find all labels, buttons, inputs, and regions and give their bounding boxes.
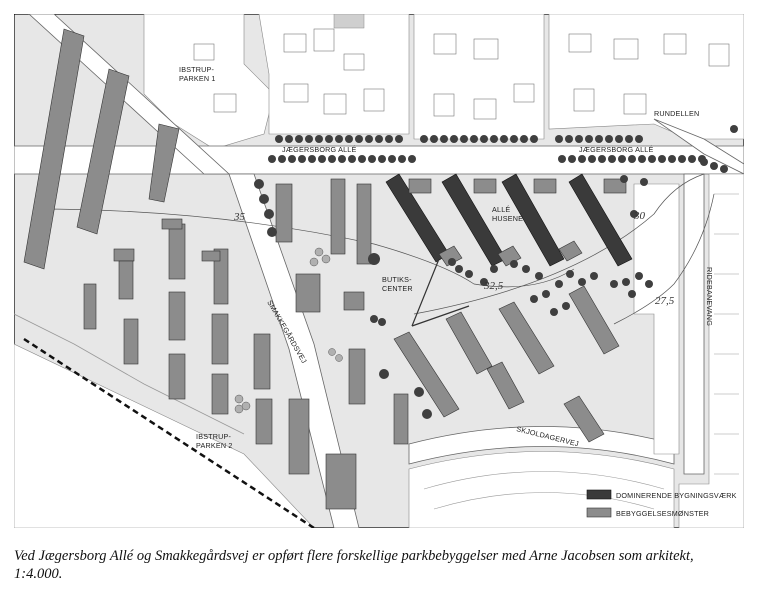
ibstrup-parken-1-buildings <box>23 28 180 270</box>
contour-label-27-5: 27,5 <box>655 295 675 307</box>
label-jaegersborg-alle-right: JÆGERSBORG ALLÉ <box>579 145 654 154</box>
site-plan-map: IBSTRUP-PARKEN 1 JÆGERSBORG ALLÉ JÆGERSB… <box>14 14 744 528</box>
north-small-houses <box>193 28 730 120</box>
ridebanevang-road <box>683 173 705 475</box>
trees-light <box>234 247 343 414</box>
label-ibstrup-parken-2: IBSTRUP-PARKEN 2 <box>196 432 233 450</box>
legend-swatch-pattern <box>586 507 612 518</box>
alle-husene-dominant-buildings <box>385 173 633 267</box>
sight-lines <box>411 258 470 327</box>
southern-slab-buildings <box>393 285 620 443</box>
pond <box>333 14 365 29</box>
southwest-path <box>14 313 245 435</box>
contour-label-35: 35 <box>233 211 246 223</box>
trees-jaegersborg-alle <box>268 125 738 173</box>
contour-lines <box>33 173 715 325</box>
contour-label-32-5: 32,5 <box>483 280 504 292</box>
map-legend: DOMINERENDE BYGNINGSVÆRK BEBYGGELSESMØNS… <box>586 489 737 518</box>
label-ibstrup-parken-1: IBSTRUP-PARKEN 1 <box>179 65 216 83</box>
railway <box>23 337 315 528</box>
alle-husene-annex-buildings <box>408 178 627 267</box>
southwest-plot <box>14 343 315 528</box>
rundellen-road <box>653 118 744 175</box>
skjoldagervej-road <box>408 426 675 465</box>
trees-park <box>254 175 653 419</box>
ibstrup-parken-2-buildings <box>83 218 357 510</box>
label-jaegersborg-alle-left: JÆGERSBORG ALLÉ <box>282 145 357 154</box>
legend-swatch-dominant <box>586 489 612 500</box>
north-residential-blocks <box>143 14 744 150</box>
contour-label-30: 30 <box>633 210 646 222</box>
legend-label-dominant: DOMINERENDE BYGNINGSVÆRK <box>616 491 737 500</box>
butikscenter-buildings <box>275 178 409 445</box>
map-caption: Ved Jægersborg Allé og Smakkegårdsvej er… <box>14 548 694 582</box>
smakkegaardsvej-road <box>228 173 360 528</box>
label-ridebanevang: RIDEBANEVANG <box>705 267 714 326</box>
legend-label-pattern: BEBYGGELSESMØNSTER <box>616 509 709 518</box>
label-butikscenter: BUTIKS-CENTER <box>382 275 413 293</box>
terrace-rows <box>423 193 739 510</box>
label-rundellen: RUNDELLEN <box>654 109 699 118</box>
